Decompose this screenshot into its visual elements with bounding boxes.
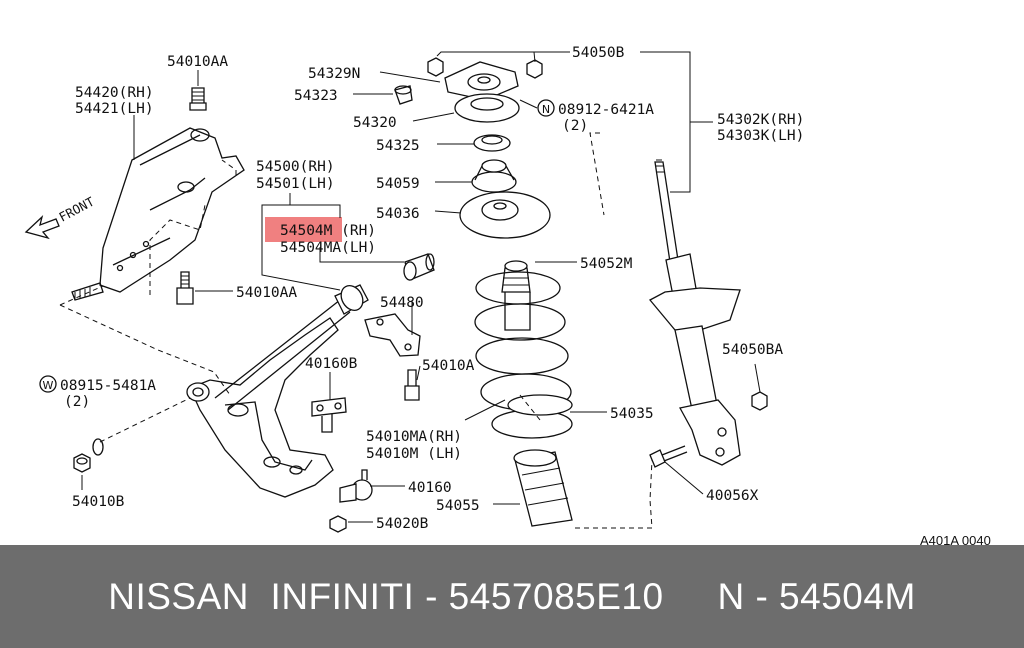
part-labels: 54010AA 54420(RH) 54421(LH) FRONT 54500(… xyxy=(56,45,990,545)
bolt-54010A xyxy=(404,369,420,401)
label-40056X: 40056X xyxy=(706,488,759,504)
nut-54050BA xyxy=(751,391,768,411)
part-highlight xyxy=(265,217,342,242)
bump-stop-54052M xyxy=(501,260,531,293)
bolt-40056X xyxy=(649,445,688,468)
label-54055: 54055 xyxy=(436,498,480,514)
label-54050B: 54050B xyxy=(572,45,625,61)
bushing-54504M xyxy=(403,253,435,281)
washer-08915 xyxy=(92,438,104,456)
bracket-54480 xyxy=(364,313,421,357)
label-54010AA-mid: 54010AA xyxy=(236,285,297,301)
label-40160: 40160 xyxy=(408,480,452,496)
bolt-54010AA-top xyxy=(189,87,207,111)
label-54421: 54421(LH) xyxy=(75,101,154,117)
label-54010M: 54010M (LH) xyxy=(366,446,462,462)
label-54501: 54501(LH) xyxy=(256,176,335,192)
bearing-54325 xyxy=(473,134,511,152)
svg-text:N: N xyxy=(542,103,550,116)
front-arrow-icon xyxy=(24,215,60,240)
label-54010B: 54010B xyxy=(72,494,125,510)
label-40160B: 40160B xyxy=(305,356,358,372)
label-54504M: 54504M (RH) xyxy=(280,223,376,239)
boot-54055 xyxy=(513,449,573,527)
label-54500: 54500(RH) xyxy=(256,159,335,175)
label-54059: 54059 xyxy=(376,176,420,192)
coil-spring xyxy=(474,271,573,439)
strut-assembly xyxy=(648,159,741,466)
label-54035: 54035 xyxy=(610,406,654,422)
lower-control-arm xyxy=(186,317,339,498)
label-54504MA: 54504MA(LH) xyxy=(280,240,376,256)
label-08915: 08915-5481A xyxy=(60,378,156,394)
circled-n-icon: N xyxy=(537,99,555,117)
crossmember-bracket xyxy=(71,127,245,301)
bolt-54010AA-mid xyxy=(176,271,194,305)
label-54480: 54480 xyxy=(380,295,424,311)
cap-54323 xyxy=(394,85,413,105)
label-54010AA-top: 54010AA xyxy=(167,54,228,70)
circled-w-icon: W xyxy=(39,375,57,393)
balljoint-40160 xyxy=(339,469,373,503)
nut-54020B xyxy=(329,515,347,533)
nut-08912 xyxy=(526,59,543,79)
label-front: FRONT xyxy=(56,194,97,225)
label-54036: 54036 xyxy=(376,206,420,222)
label-54323: 54323 xyxy=(294,88,338,104)
label-08915-qty: (2) xyxy=(64,394,90,410)
seat-54059 xyxy=(471,159,517,193)
label-54020B: 54020B xyxy=(376,516,429,532)
diagram-code: A401A 0040 xyxy=(920,533,991,545)
parts-diagram: N W 54010AA 54420(RH) 54421(LH) FRONT 54… xyxy=(24,45,991,545)
mount-54320 xyxy=(444,61,520,123)
label-08912: 08912-6421A xyxy=(558,102,654,118)
balljoint-40160B xyxy=(311,397,347,433)
footer-bar: NISSAN INFINITI - 5457085E10 N - 54504M xyxy=(0,545,1024,648)
label-54325: 54325 xyxy=(376,138,420,154)
label-54302K: 54302K(RH) xyxy=(717,112,804,128)
compression-rod xyxy=(214,284,369,411)
stud-54329N xyxy=(427,57,444,77)
label-08912-qty: (2) xyxy=(562,118,588,134)
label-54420: 54420(RH) xyxy=(75,85,154,101)
label-54329N: 54329N xyxy=(308,66,360,82)
nut-54010B xyxy=(73,453,91,473)
label-54050BA: 54050BA xyxy=(722,342,783,358)
label-54010A: 54010A xyxy=(422,358,475,374)
label-54320: 54320 xyxy=(353,115,397,131)
leader-lines xyxy=(81,51,761,523)
label-54303K: 54303K(LH) xyxy=(717,128,804,144)
svg-text:W: W xyxy=(43,379,54,392)
label-54010MA: 54010MA(RH) xyxy=(366,429,462,445)
part-number-caption: NISSAN INFINITI - 5457085E10 N - 54504M xyxy=(108,575,916,617)
assembly-dashes xyxy=(59,132,653,529)
label-54052M: 54052M xyxy=(580,256,633,272)
seat-54036 xyxy=(459,191,551,239)
insulator-54035 xyxy=(507,394,573,416)
